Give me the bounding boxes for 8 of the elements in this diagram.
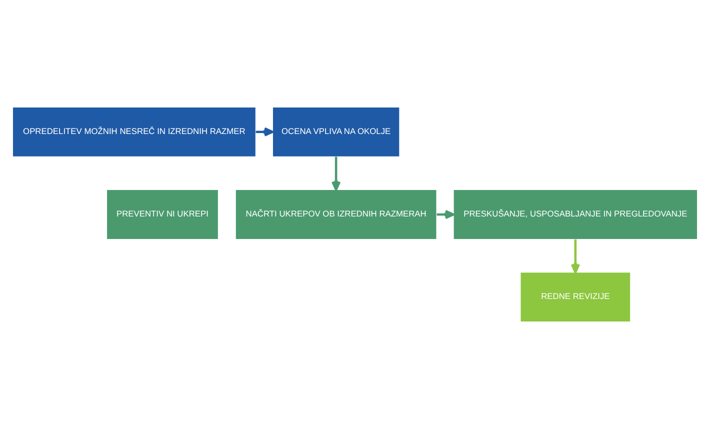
- node-box: OPREDELITEV MOŽNIH NESREČ IN IZREDNIH RAZMER: [12, 106, 256, 157]
- node-box: OCENA VPLIVA NA OKOLJE: [272, 106, 400, 157]
- node-box: REDNE REVIZIJE: [520, 271, 631, 322]
- arrow: [331, 156, 341, 190]
- arrow: [570, 238, 580, 273]
- node-box: PRESKUŠANJE, USPOSABLJANJE IN PREGLEDOVANJE: [453, 188, 698, 240]
- node-box: PREVENTIV NI UKREPI: [106, 188, 219, 240]
- node-box: NAČRTI UKREPOV OB IZREDNIH RAZMERAH: [235, 188, 438, 240]
